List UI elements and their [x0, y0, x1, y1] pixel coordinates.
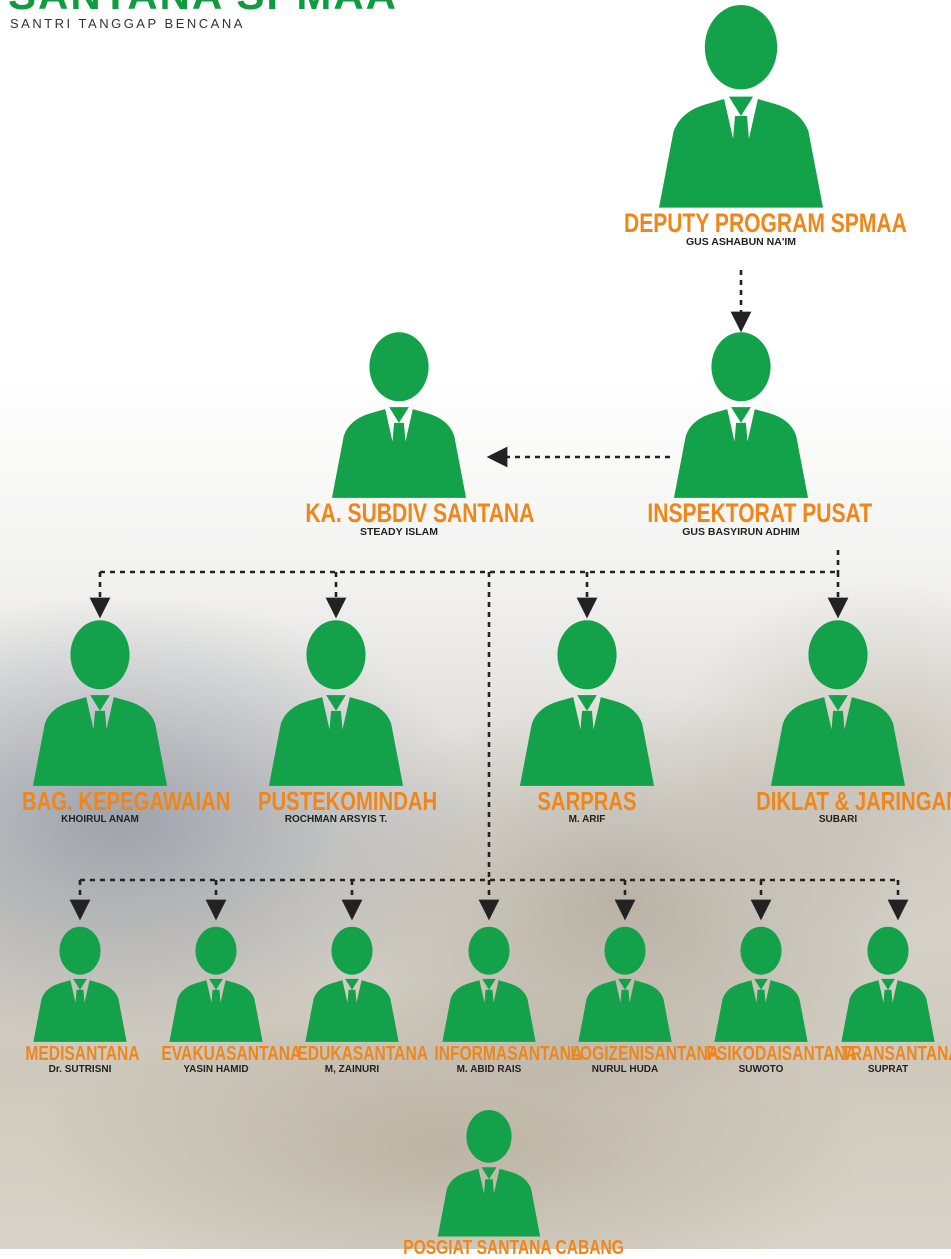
- person-suit-icon: [673, 332, 809, 498]
- node-role: TRANSANTANA: [841, 1043, 951, 1065]
- node-role: DEPUTY PROGRAM SPMAA: [624, 208, 907, 238]
- node-person-name: M. ABID RAIS: [456, 1064, 522, 1075]
- node-person-name: SUPRAT: [867, 1064, 909, 1075]
- node-pustekomindah: PUSTEKOMINDAH ROCHMAN ARSYIS T.: [236, 620, 438, 825]
- node-role: LOGIZENISANTANA: [570, 1043, 720, 1065]
- node-logizenisantana: LOGIZENISANTANA NURUL HUDA: [555, 926, 720, 1075]
- person-suit-icon: [442, 926, 536, 1042]
- person-suit-icon: [33, 926, 127, 1042]
- node-evakuasantana: EVAKUASANTANA YASIN HAMID: [146, 926, 302, 1075]
- person-suit-icon: [331, 332, 467, 498]
- node-person-name: GUS ASHABUN NA'IM: [685, 236, 797, 248]
- node-deputy: DEPUTY PROGRAM SPMAA GUS ASHABUN NA'IM: [591, 5, 907, 249]
- node-diklat: DIKLAT & JARINGAN SUBARI: [733, 620, 951, 825]
- person-suit-icon: [437, 1110, 541, 1237]
- node-role: EVAKUASANTANA: [161, 1043, 302, 1065]
- node-subdiv: KA. SUBDIV SANTANA STEADY ISLAM: [279, 332, 535, 539]
- node-person-name: SUBARI: [818, 814, 858, 825]
- node-inspektorat: INSPEKTORAT PUSAT GUS BASYIRUN ADHIM: [621, 332, 873, 539]
- node-edukasantana: EDUKASANTANA M, ZAINURI: [282, 926, 428, 1075]
- brand-tagline: SANTRI TANGGAP BENCANA: [10, 16, 245, 31]
- node-role: KA. SUBDIV SANTANA: [305, 498, 535, 528]
- person-suit-icon: [578, 926, 672, 1042]
- node-kepegawaian: BAG. KEPEGAWAIAN KHOIRUL ANAM: [0, 620, 231, 825]
- node-person-name: M, ZAINURI: [324, 1064, 380, 1075]
- node-person-name: YASIN HAMID: [183, 1064, 249, 1075]
- node-role: BAG. KEPEGAWAIAN: [22, 786, 231, 816]
- node-person-name: Dr. SUTRISNI: [48, 1064, 112, 1075]
- node-person-name: ROCHMAN ARSYIS T.: [284, 814, 388, 825]
- person-suit-icon: [841, 926, 935, 1042]
- person-suit-icon: [519, 620, 655, 786]
- node-role: MEDISANTANA: [25, 1043, 140, 1065]
- node-person-name: SUWOTO: [738, 1064, 784, 1075]
- node-person-name: M. ARIF: [568, 814, 606, 825]
- node-role: SARPRAS: [537, 786, 637, 816]
- node-role: EDUKASANTANA: [297, 1043, 428, 1065]
- node-posgiat: POSGIAT SANTANA CABANG: [379, 1110, 624, 1259]
- person-suit-icon: [32, 620, 168, 786]
- node-sarpras: SARPRAS M. ARIF: [487, 620, 687, 825]
- person-suit-icon: [659, 5, 823, 208]
- person-suit-icon: [305, 926, 399, 1042]
- brand-title: SANTANA SPMAA: [8, 0, 398, 16]
- node-psikodaisantana: PSIKODAISANTANA SUWOTO: [691, 926, 857, 1075]
- node-person-name: NURUL HUDA: [591, 1064, 659, 1075]
- node-medisantana: MEDISANTANA Dr. SUTRISNI: [10, 926, 150, 1075]
- person-suit-icon: [268, 620, 404, 786]
- node-person-name: KHOIRUL ANAM: [61, 814, 139, 825]
- node-role: POSGIAT SANTANA CABANG: [403, 1237, 624, 1259]
- node-role: DIKLAT & JARINGAN: [756, 786, 951, 816]
- node-person-name: STEADY ISLAM: [360, 526, 438, 538]
- node-person-name: GUS BASYIRUN ADHIM: [682, 526, 800, 538]
- person-suit-icon: [770, 620, 906, 786]
- node-role: PUSTEKOMINDAH: [258, 786, 438, 816]
- node-role: PSIKODAISANTANA: [706, 1043, 857, 1065]
- node-informasantana: INFORMASANTANA M. ABID RAIS: [419, 926, 583, 1075]
- node-role: INFORMASANTANA: [434, 1043, 583, 1065]
- node-role: INSPEKTORAT PUSAT: [647, 498, 873, 528]
- person-suit-icon: [169, 926, 263, 1042]
- person-suit-icon: [714, 926, 808, 1042]
- node-transantana: TRANSANTANA SUPRAT: [828, 926, 951, 1075]
